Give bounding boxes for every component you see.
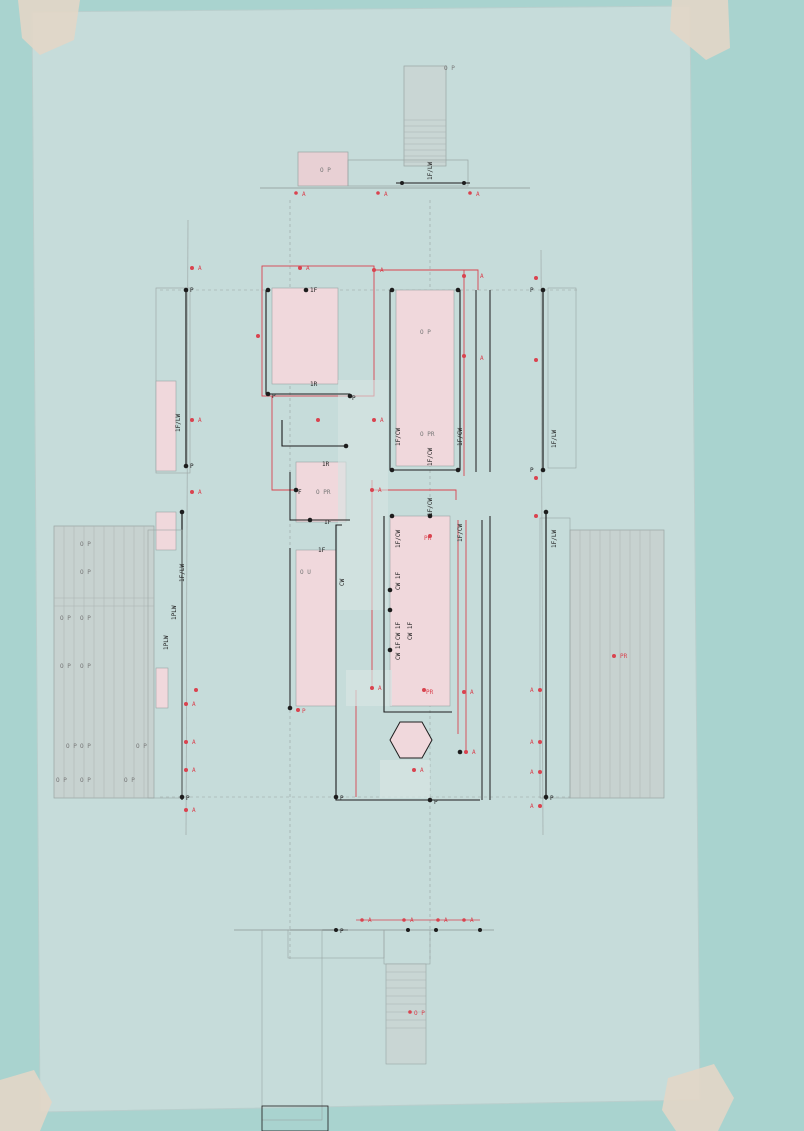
label-a-12: A: [472, 749, 476, 756]
left-elevation: [53, 525, 183, 799]
tape-top-left: [18, 0, 80, 55]
label-pr-1: PR: [424, 535, 432, 542]
label-cw1f-4: CW 1F: [395, 642, 402, 660]
label-op-left-4: O P: [80, 615, 91, 622]
label-p-11: P: [302, 708, 306, 715]
label-ifcw-6: 1F/CW: [457, 524, 464, 542]
top-section-elevation: [260, 65, 530, 195]
label-pr-2: PR: [426, 689, 434, 696]
label-a-5: A: [380, 267, 384, 274]
label-a-18: A: [530, 687, 534, 694]
label-p-7: P: [340, 795, 344, 802]
label-a-bottom-3: A: [444, 917, 448, 924]
red-markers: [184, 266, 616, 812]
label-op-left-12: O P: [136, 743, 147, 750]
label-a-6: A: [480, 273, 484, 280]
label-op-room: O P: [420, 329, 431, 336]
label-op-left-8: O P: [80, 743, 91, 750]
label-cw1f-1: CW 1F: [395, 572, 402, 590]
label-iflw-top: 1F/LW: [427, 162, 434, 180]
label-a-bottom-1: A: [368, 917, 372, 924]
label-op-left-5: O P: [60, 663, 71, 670]
label-ifcw-3: 1F/CW: [457, 428, 464, 446]
label-op-left-1: O P: [80, 541, 91, 548]
tape-bottom-left: [0, 1070, 52, 1131]
hexagon-feature: [389, 721, 433, 759]
label-op-left-6: O P: [80, 663, 91, 670]
tape-bottom-right: [662, 1064, 734, 1131]
label-iflw-right: 1F/LW: [551, 430, 558, 448]
label-op-left-11: O P: [124, 777, 135, 784]
label-f: F: [298, 489, 302, 496]
label-if-3: 1F: [318, 547, 326, 554]
label-op-left-2: O P: [80, 569, 91, 576]
label-a-17: A: [192, 807, 196, 814]
label-p-2: P: [190, 463, 194, 470]
label-a-top-2: A: [384, 191, 388, 198]
label-if-2: 1F: [324, 519, 332, 526]
label-opr-room: O PR: [420, 431, 435, 438]
label-pr-3: PR: [620, 653, 628, 660]
label-iflw-right-2: 1F/LW: [551, 530, 558, 548]
label-p-10: P: [550, 795, 554, 802]
label-cw1f-3: CW 1F: [407, 622, 414, 640]
label-cw1f-2: CW 1F: [395, 622, 402, 640]
label-cw-vertical: CW: [339, 578, 346, 586]
label-a-15: A: [192, 739, 196, 746]
label-a-21: A: [530, 803, 534, 810]
label-ifcw-5: 1F/CW: [427, 498, 434, 516]
label-if-1: 1F: [310, 287, 318, 294]
label-a-2: A: [198, 417, 202, 424]
label-a-1: A: [198, 265, 202, 272]
label-ifcw-4: 1F/CW: [395, 530, 402, 548]
label-a-top-3: A: [476, 191, 480, 198]
label-a-20: A: [530, 769, 534, 776]
label-ifcw-1: 1F/CW: [395, 428, 402, 446]
label-p-9: P: [186, 795, 190, 802]
label-a-3: A: [198, 489, 202, 496]
label-a-bottom-2: A: [410, 917, 414, 924]
label-p-1: P: [190, 287, 194, 294]
label-p-bottom: P: [340, 928, 344, 935]
label-p-5: P: [272, 393, 276, 400]
label-a-9: A: [378, 487, 382, 494]
label-ir-1: 1R: [310, 381, 318, 388]
label-iplw-2: 1PLW: [171, 605, 178, 620]
label-op-top: O P: [320, 167, 331, 174]
label-op-left-7: O P: [66, 743, 77, 750]
label-op-left-10: O P: [80, 777, 91, 784]
label-a-top-1: A: [302, 191, 306, 198]
label-iflw-left-2: 1F/LW: [179, 564, 186, 582]
label-p-8: P: [434, 799, 438, 806]
label-p-4: P: [530, 467, 534, 474]
label-iplw-1: 1PLW: [163, 635, 170, 650]
label-op-tower: O P: [444, 65, 455, 72]
bottom-section-elevation: [234, 918, 494, 1131]
label-a-7: A: [480, 355, 484, 362]
label-a-19: A: [530, 739, 534, 746]
right-elevation: [539, 287, 665, 800]
label-ifcw-2: 1F/CW: [427, 448, 434, 466]
label-op-left-3: O P: [60, 615, 71, 622]
plan-rooms: [261, 265, 491, 801]
label-a-8: A: [380, 417, 384, 424]
label-a-bottom-4: A: [470, 917, 474, 924]
label-opr-small: O PR: [316, 489, 331, 496]
label-a-11: A: [470, 689, 474, 696]
label-p-3: P: [530, 287, 534, 294]
label-a-14: A: [192, 701, 196, 708]
label-op-left-9: O P: [56, 777, 67, 784]
label-a-4: A: [306, 265, 310, 272]
label-p-6: P: [352, 395, 356, 402]
label-ou: O U: [300, 569, 311, 576]
label-op-bottom: O P: [414, 1010, 425, 1017]
tape-top-right: [670, 0, 730, 60]
label-iflw-left: 1F/LW: [175, 414, 182, 432]
black-markers: [179, 287, 549, 803]
label-ir-2: 1R: [322, 461, 330, 468]
label-a-13: A: [420, 767, 424, 774]
label-a-10: A: [378, 685, 382, 692]
label-a-16: A: [192, 767, 196, 774]
